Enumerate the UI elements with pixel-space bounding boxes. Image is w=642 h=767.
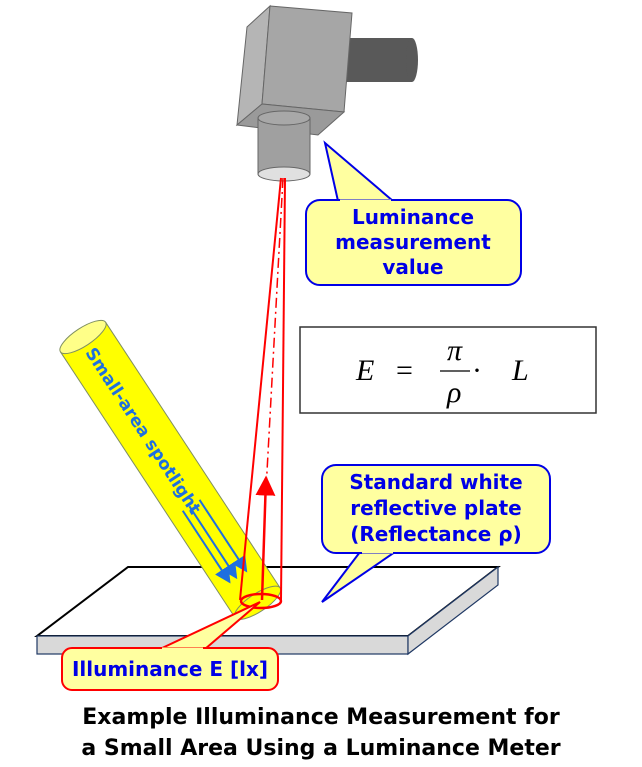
- meter-lens-barrel: [257, 117, 311, 175]
- spotlight-label: Small-area spotlight: [81, 344, 205, 518]
- reflection-arrow: [255, 475, 276, 601]
- luminance-callout-line-2: measurement: [335, 230, 491, 254]
- formula-rhs: L: [511, 354, 529, 387]
- illuminance-callout-label: Illuminance E [lx]: [72, 657, 268, 681]
- plate-callout-line-1: Standard white: [349, 470, 522, 494]
- formula-dot: ·: [472, 354, 482, 387]
- light-arrow: [181, 510, 231, 584]
- formula-denominator: ρ: [446, 376, 461, 409]
- luminance-callout: Luminance measurement value: [305, 140, 522, 286]
- illuminance-callout: Illuminance E [lx]: [61, 601, 279, 691]
- formula-equals: =: [396, 354, 413, 387]
- light-arrow: [188, 505, 238, 580]
- optical-axis: [265, 177, 284, 491]
- formula-lhs: E: [355, 354, 374, 387]
- formula-box: E = π ρ · L: [299, 326, 597, 414]
- meter-rear-cylinder: [345, 38, 417, 82]
- caption-line-1: Example Illuminance Measurement for: [82, 705, 560, 730]
- plate-callout-line-2: reflective plate: [350, 496, 521, 520]
- luminance-callout-line-3: value: [382, 255, 443, 279]
- light-arrow: [198, 499, 248, 573]
- formula-numerator: π: [447, 334, 463, 367]
- caption-line-2: a Small Area Using a Luminance Meter: [81, 736, 560, 761]
- plate-callout-line-3: (Reflectance ρ): [350, 522, 521, 546]
- measurement-beam: [239, 177, 286, 610]
- measurement-area: [239, 592, 283, 610]
- luminance-callout-line-1: Luminance: [352, 205, 474, 229]
- luminance-meter: [235, 4, 418, 182]
- plate-callout: Standard white reflective plate (Reflect…: [321, 464, 551, 603]
